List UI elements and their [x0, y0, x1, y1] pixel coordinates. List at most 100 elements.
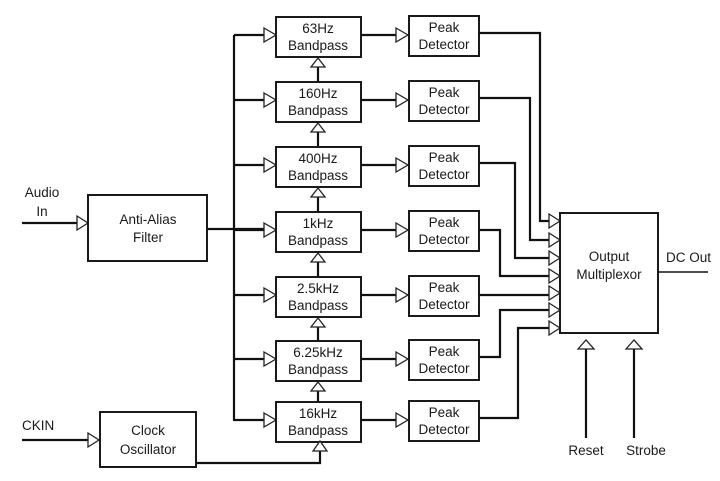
detector-label-line2: Detector	[418, 232, 470, 247]
filter-rows: 63HzBandpassPeakDetector160HzBandpassPea…	[234, 15, 480, 443]
reset-label: Reset	[568, 443, 604, 458]
bandpass-type-label: Bandpass	[288, 362, 348, 377]
reset-arrow-icon	[576, 339, 596, 350]
bandpass-input-arrow-icon	[263, 91, 278, 109]
bandpass-type-label: Bandpass	[288, 103, 348, 118]
audio-in-label-line2: In	[36, 204, 47, 219]
detector-input-arrow-icon	[395, 286, 410, 304]
detector-input-arrow-icon	[395, 411, 410, 429]
bandpass-frequency-label: 63Hz	[302, 21, 334, 36]
bandpass-type-label: Bandpass	[288, 168, 348, 183]
clock-chain-arrow-icon	[309, 316, 327, 328]
bandpass-frequency-label: 16kHz	[299, 406, 338, 421]
detector-label-line2: Detector	[418, 37, 470, 52]
detector-input-arrow-icon	[395, 156, 410, 174]
detector-input-arrow-icon	[395, 26, 410, 44]
detector-label-line2: Detector	[418, 297, 470, 312]
detector-input-arrow-icon	[395, 350, 410, 368]
mux-input-arrow-icon	[548, 231, 562, 249]
clock-oscillator-block: Clock Oscillator	[99, 411, 197, 468]
mux-input-arrow-icon	[548, 212, 562, 230]
mux-input-wires	[479, 31, 562, 420]
audio-in-label-line1: Audio	[25, 185, 60, 200]
detector-input-arrow-icon	[395, 221, 410, 239]
detector-label-line1: Peak	[429, 405, 460, 420]
clock-chain-arrow-icon	[309, 251, 327, 263]
clock-chain-arrow-icon	[309, 121, 327, 133]
bandpass-frequency-label: 160Hz	[298, 86, 337, 101]
bandpass-type-label: Bandpass	[288, 298, 348, 313]
bandpass-frequency-label: 2.5kHz	[297, 281, 339, 296]
clock-chain-arrow-icon	[309, 186, 327, 198]
mux-input-wire	[479, 326, 549, 420]
audio-in-label: Audio In	[25, 185, 60, 219]
bandpass-frequency-label: 400Hz	[298, 151, 337, 166]
mux-input-arrow-icon	[548, 284, 562, 302]
strobe-arrow-icon	[624, 339, 644, 350]
clock-label-line1: Clock	[131, 423, 165, 438]
bandpass-type-label: Bandpass	[288, 38, 348, 53]
mux-label-line1: Output	[589, 249, 630, 264]
anti-alias-label-line2: Filter	[133, 230, 164, 245]
detector-label-line2: Detector	[418, 361, 470, 376]
detector-label-line1: Peak	[429, 85, 460, 100]
dc-out-label: DC Out	[666, 250, 711, 265]
detector-input-arrow-icon	[395, 91, 410, 109]
detector-label-line1: Peak	[429, 20, 460, 35]
ckin-label: CKIN	[22, 418, 54, 433]
mux-input-arrow-icon	[548, 267, 562, 285]
strobe-label: Strobe	[626, 443, 666, 458]
mux-input-wire	[479, 308, 549, 359]
detector-label-line1: Peak	[429, 344, 460, 359]
bandpass-type-label: Bandpass	[288, 233, 348, 248]
detector-label-line1: Peak	[429, 280, 460, 295]
mux-input-arrow-icon	[548, 319, 562, 337]
bandpass-input-arrow-icon	[263, 26, 278, 44]
ckin-arrow-icon	[87, 431, 101, 449]
mux-input-arrow-icon	[548, 249, 562, 267]
bandpass-input-arrow-icon	[263, 156, 278, 174]
clock-chain-arrow-icon	[309, 380, 327, 392]
clock-label-line2: Oscillator	[120, 442, 177, 457]
detector-label-line1: Peak	[429, 215, 460, 230]
bandpass-input-arrow-icon	[263, 411, 278, 429]
mux-input-arrow-icon	[548, 301, 562, 319]
clock-output-wire	[196, 451, 322, 465]
bandpass-frequency-label: 6.25kHz	[293, 345, 343, 360]
clock-chain-arrow-icon	[309, 56, 327, 68]
output-multiplexor-block: Output Multiplexor	[559, 212, 659, 334]
bandpass-input-arrow-icon	[263, 221, 278, 239]
mux-input-wire	[479, 31, 549, 223]
detector-label-line2: Detector	[418, 422, 470, 437]
mux-input-wire	[479, 161, 549, 260]
detector-label-line2: Detector	[418, 102, 470, 117]
detector-label-line2: Detector	[418, 167, 470, 182]
mux-input-wire	[479, 96, 549, 242]
bandpass-input-arrow-icon	[263, 350, 278, 368]
clock-arrow-icon	[311, 439, 329, 452]
audio-in-arrow-icon	[76, 214, 90, 232]
anti-alias-filter-block: Anti-Alias Filter	[87, 194, 208, 262]
bandpass-type-label: Bandpass	[288, 423, 348, 438]
